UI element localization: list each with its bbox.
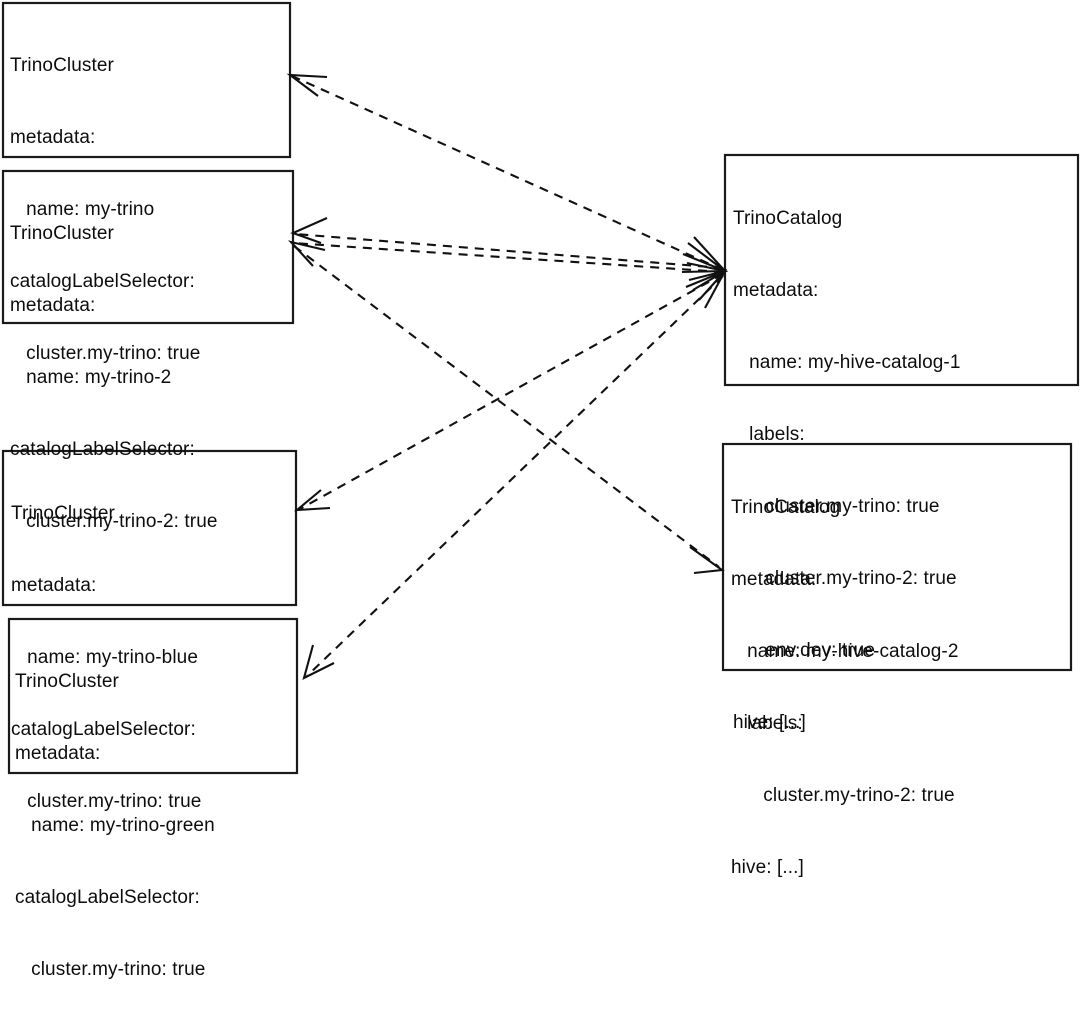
edge-catalog1-to-my-trino-2 [294,232,724,270]
node-line: TrinoCluster [10,55,114,76]
node-line: metadata: [10,295,96,316]
node-line: cluster.my-trino: true [10,343,201,364]
edge-catalog1-to-my-trino-green [306,275,724,677]
node-line: labels: [733,424,805,445]
diagram-canvas: TrinoCluster metadata: name: my-trino ca… [1,1,1080,980]
node-line: cluster.my-trino: true [15,959,206,980]
arrowhead-my-trino [286,73,328,97]
node-line: env.dev: true [733,640,876,661]
node-line: metadata: [15,743,101,764]
node-line: hive: [...] [733,712,806,733]
node-line: name: my-trino-green [15,815,215,836]
arrowhead-my-trino-2-lower [287,240,326,267]
node-line: hive: [...] [731,857,804,878]
node-line: name: my-trino [10,199,155,220]
arrowhead-catalog1-e [685,268,728,309]
node-line: catalogLabelSelector: [15,887,200,908]
node-text-cluster-my-trino-green: TrinoCluster metadata: name: my-trino-gr… [15,622,215,1030]
node-box-catalog-my-hive-catalog-1[interactable] [723,153,1080,387]
node-text-catalog-my-hive-catalog-1: TrinoCatalog metadata: name: my-hive-cat… [733,159,961,783]
edge-my-trino-2-to-catalog2 [293,245,720,568]
node-line: cluster.my-trino: true [733,496,940,517]
arrowhead-my-trino-blue [293,489,331,512]
node-line: metadata: [10,127,96,148]
node-line: name: my-trino-blue [11,647,198,668]
node-line: TrinoCluster [11,503,115,524]
node-line: name: my-trino-2 [10,367,172,388]
arrowhead-catalog2 [689,546,725,575]
node-line: name: my-hive-catalog-2 [731,641,959,662]
node-box-cluster-my-trino-green[interactable] [7,617,299,775]
node-line: catalogLabelSelector: [11,719,196,740]
node-line: TrinoCatalog [733,208,843,229]
node-box-catalog-my-hive-catalog-2[interactable] [721,442,1073,672]
node-line: cluster.my-trino-2: true [733,568,957,589]
diagram-svg-layer [1,1,1080,775]
arrowhead-my-trino-2-upper [290,217,328,244]
node-text-cluster-my-trino: TrinoCluster metadata: name: my-trino ca… [10,6,200,414]
node-line: TrinoCatalog [731,497,841,518]
node-line: catalogLabelSelector: [10,271,195,292]
node-line: cluster.my-trino-2: true [731,785,955,806]
arrowhead-my-trino-green [302,644,335,680]
node-box-cluster-my-trino[interactable] [1,1,292,159]
node-line: TrinoCluster [15,671,119,692]
edge-catalog1-to-my-trino-blue [299,273,724,510]
edge-catalog1-to-my-trino [291,75,724,271]
edge-my-trino-2-to-catalog1 [292,241,724,274]
node-line: name: my-hive-catalog-1 [733,352,961,373]
node-line: catalogLabelSelector: [10,439,195,460]
node-line: metadata: [733,280,819,301]
node-text-catalog-my-hive-catalog-2: TrinoCatalog metadata: name: my-hive-cat… [731,448,959,928]
node-line: TrinoCluster [10,223,114,244]
node-line: cluster.my-trino-2: true [10,511,218,532]
node-box-cluster-my-trino-2[interactable] [1,169,295,325]
node-line: labels: [731,713,803,734]
node-line: metadata: [11,575,97,596]
node-line: metadata: [731,569,817,590]
node-box-cluster-my-trino-blue[interactable] [1,449,298,607]
node-text-cluster-my-trino-2: TrinoCluster metadata: name: my-trino-2 … [10,174,218,582]
